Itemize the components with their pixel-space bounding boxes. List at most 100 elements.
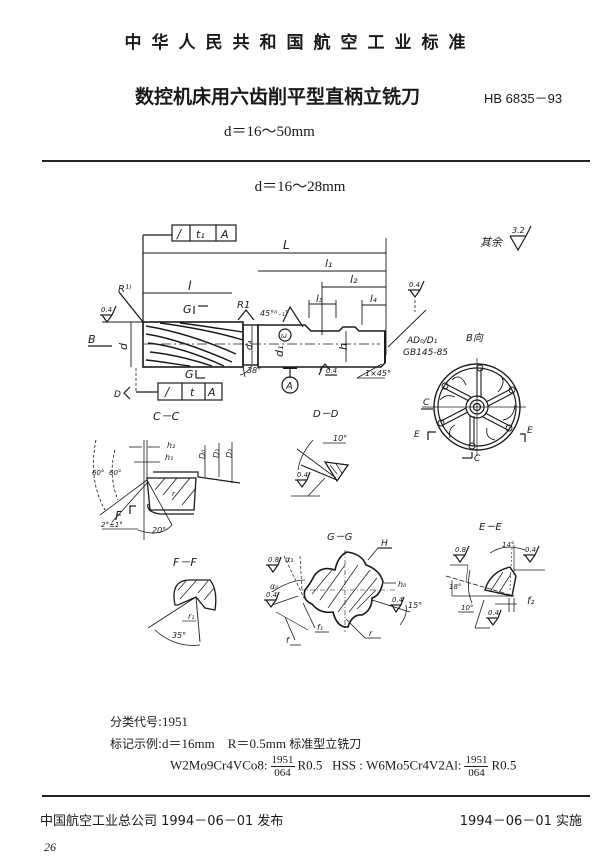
- svg-text:AD₀/D₁: AD₀/D₁: [406, 336, 438, 346]
- section-C-C: C－C h₂ h₁ D₀ D₁ D₂ 60° 60° F r 2°±1° 20°: [92, 410, 241, 540]
- svg-text:10°: 10°: [461, 604, 473, 612]
- svg-text:14°: 14°: [502, 541, 514, 549]
- svg-text:f₂: f₂: [527, 596, 535, 607]
- view-B: B向 C E E C: [414, 332, 533, 464]
- section-F-F: F－F r₁ 35°: [147, 556, 217, 646]
- svg-text:G: G: [183, 303, 192, 316]
- issuing-authority: 中华人民共和国航空工业标准: [124, 33, 476, 53]
- svg-text:/: /: [176, 227, 183, 241]
- svg-text:l₄: l₄: [370, 294, 377, 305]
- svg-text:B: B: [88, 333, 96, 346]
- diameter-range: d＝16～50mm: [224, 124, 315, 140]
- svg-text:A: A: [207, 386, 216, 399]
- svg-text:0.4: 0.4: [326, 367, 337, 375]
- svg-text:35°: 35°: [172, 631, 186, 640]
- svg-text:/: /: [164, 385, 171, 399]
- svg-text:l₃: l₃: [316, 294, 323, 305]
- section-range: d＝16～28mm: [254, 179, 346, 195]
- svg-text:0.8: 0.8: [268, 556, 280, 564]
- suffix-2: R0.5: [491, 757, 517, 773]
- svg-text:B向: B向: [466, 332, 484, 344]
- example-R: R＝0.5mm: [227, 736, 286, 751]
- header-rule: [42, 160, 590, 162]
- classification-code: 1951: [162, 714, 189, 729]
- example-label: 标记示例:: [110, 737, 163, 751]
- svg-text:GB145-85: GB145-85: [403, 348, 448, 358]
- svg-text:0.4: 0.4: [297, 471, 308, 479]
- material-2: W6Mo5Cr4V2Al:: [366, 757, 462, 773]
- svg-text:C: C: [474, 454, 481, 464]
- page-number: 26: [44, 840, 56, 854]
- svg-text:F－F: F－F: [173, 556, 197, 569]
- svg-text:2°±1°: 2°±1°: [101, 521, 123, 529]
- svg-text:A: A: [285, 381, 293, 392]
- svg-text:l₁: l₁: [325, 257, 332, 270]
- surface-roughness-note: 其余 3.2: [480, 225, 532, 252]
- tolerance-frame-bottom: / t A: [157, 382, 223, 401]
- section-D-D: D－D 10° 0.4: [291, 409, 350, 497]
- svg-text:α₀: α₀: [270, 582, 279, 591]
- svg-text:d₁: d₁: [273, 346, 286, 357]
- svg-text:E: E: [414, 430, 420, 440]
- classification-line: 分类代号:1951: [110, 713, 188, 730]
- svg-text:d: d: [117, 342, 130, 350]
- svg-text:G－G: G－G: [327, 532, 353, 543]
- svg-text:D₁: D₁: [212, 449, 221, 458]
- issue-date: 中国航空工业总公司 1994－06－01 发布: [40, 814, 284, 829]
- svg-text:0.4: 0.4: [266, 591, 277, 599]
- svg-text:r₁: r₁: [188, 612, 195, 621]
- svg-text:h₂: h₂: [167, 441, 176, 450]
- svg-text:C－C: C－C: [153, 410, 180, 423]
- svg-text:38°: 38°: [247, 366, 261, 375]
- standard-number: HB 6835－93: [484, 91, 563, 106]
- svg-text:其余: 其余: [480, 236, 504, 249]
- svg-text:r: r: [172, 490, 176, 498]
- svg-text:L: L: [283, 238, 290, 252]
- svg-text:r: r: [369, 629, 373, 638]
- hss-label: HSS :: [332, 757, 363, 773]
- svg-text:20°: 20°: [152, 526, 166, 535]
- section-G-G: G－G H h₀ 0.8 α₁ α₀ 0.4 f f₁: [264, 532, 422, 646]
- svg-text:R¹⁾: R¹⁾: [118, 284, 132, 295]
- svg-text:t: t: [190, 386, 195, 399]
- marking-example-line: 标记示例:d＝16mm R＝0.5mm 标准型立铣刀: [110, 733, 361, 752]
- example-d: d＝16mm: [162, 736, 215, 751]
- example-type: 标准型立铣刀: [289, 737, 362, 751]
- svg-text:D₀: D₀: [198, 449, 207, 459]
- svg-text:0.4: 0.4: [392, 596, 403, 604]
- svg-text:d₄: d₄: [245, 340, 255, 350]
- svg-text:l₂: l₂: [350, 273, 358, 286]
- svg-text:G: G: [185, 368, 194, 381]
- tolerance-frame-top: / t₁ A: [142, 224, 237, 335]
- svg-text:0.4: 0.4: [488, 609, 499, 617]
- svg-text:1×45°: 1×45°: [365, 369, 391, 378]
- svg-text:60°: 60°: [92, 469, 104, 477]
- technical-drawing: / t₁ A L l₁ l₂ l l₃ l₄ R¹⁾ G R1: [88, 224, 545, 646]
- svg-text:15°: 15°: [408, 601, 422, 610]
- svg-text:0.4: 0.4: [409, 281, 420, 289]
- section-E-E: E－E 14° 0.8 0.4 18° 10° f₂ 0.4: [445, 522, 545, 629]
- svg-text:0.4: 0.4: [101, 306, 112, 314]
- svg-text:45°⁰₋₁°: 45°⁰₋₁°: [260, 309, 289, 318]
- svg-text:60°: 60°: [109, 469, 121, 477]
- footer-rule: [42, 795, 590, 797]
- svg-text:D－D: D－D: [313, 409, 339, 420]
- material-1: W2Mo9Cr4VCo8:: [170, 757, 268, 773]
- svg-text:0.4: 0.4: [525, 546, 536, 554]
- svg-text:ω: ω: [281, 332, 287, 340]
- svg-text:0.8: 0.8: [455, 546, 467, 554]
- svg-text:R1: R1: [237, 300, 250, 311]
- svg-text:D₂: D₂: [225, 448, 234, 458]
- svg-text:E: E: [527, 426, 533, 436]
- classification-label: 分类代号:: [110, 715, 163, 729]
- svg-text:h: h: [337, 343, 350, 350]
- svg-text:D: D: [114, 390, 121, 400]
- svg-text:α₁: α₁: [285, 555, 293, 564]
- svg-text:E－E: E－E: [479, 522, 502, 533]
- main-view: / t₁ A L l₁ l₂ l l₃ l₄ R¹⁾ G R1: [88, 224, 448, 401]
- svg-text:f₁: f₁: [317, 623, 323, 632]
- svg-text:l: l: [188, 279, 192, 293]
